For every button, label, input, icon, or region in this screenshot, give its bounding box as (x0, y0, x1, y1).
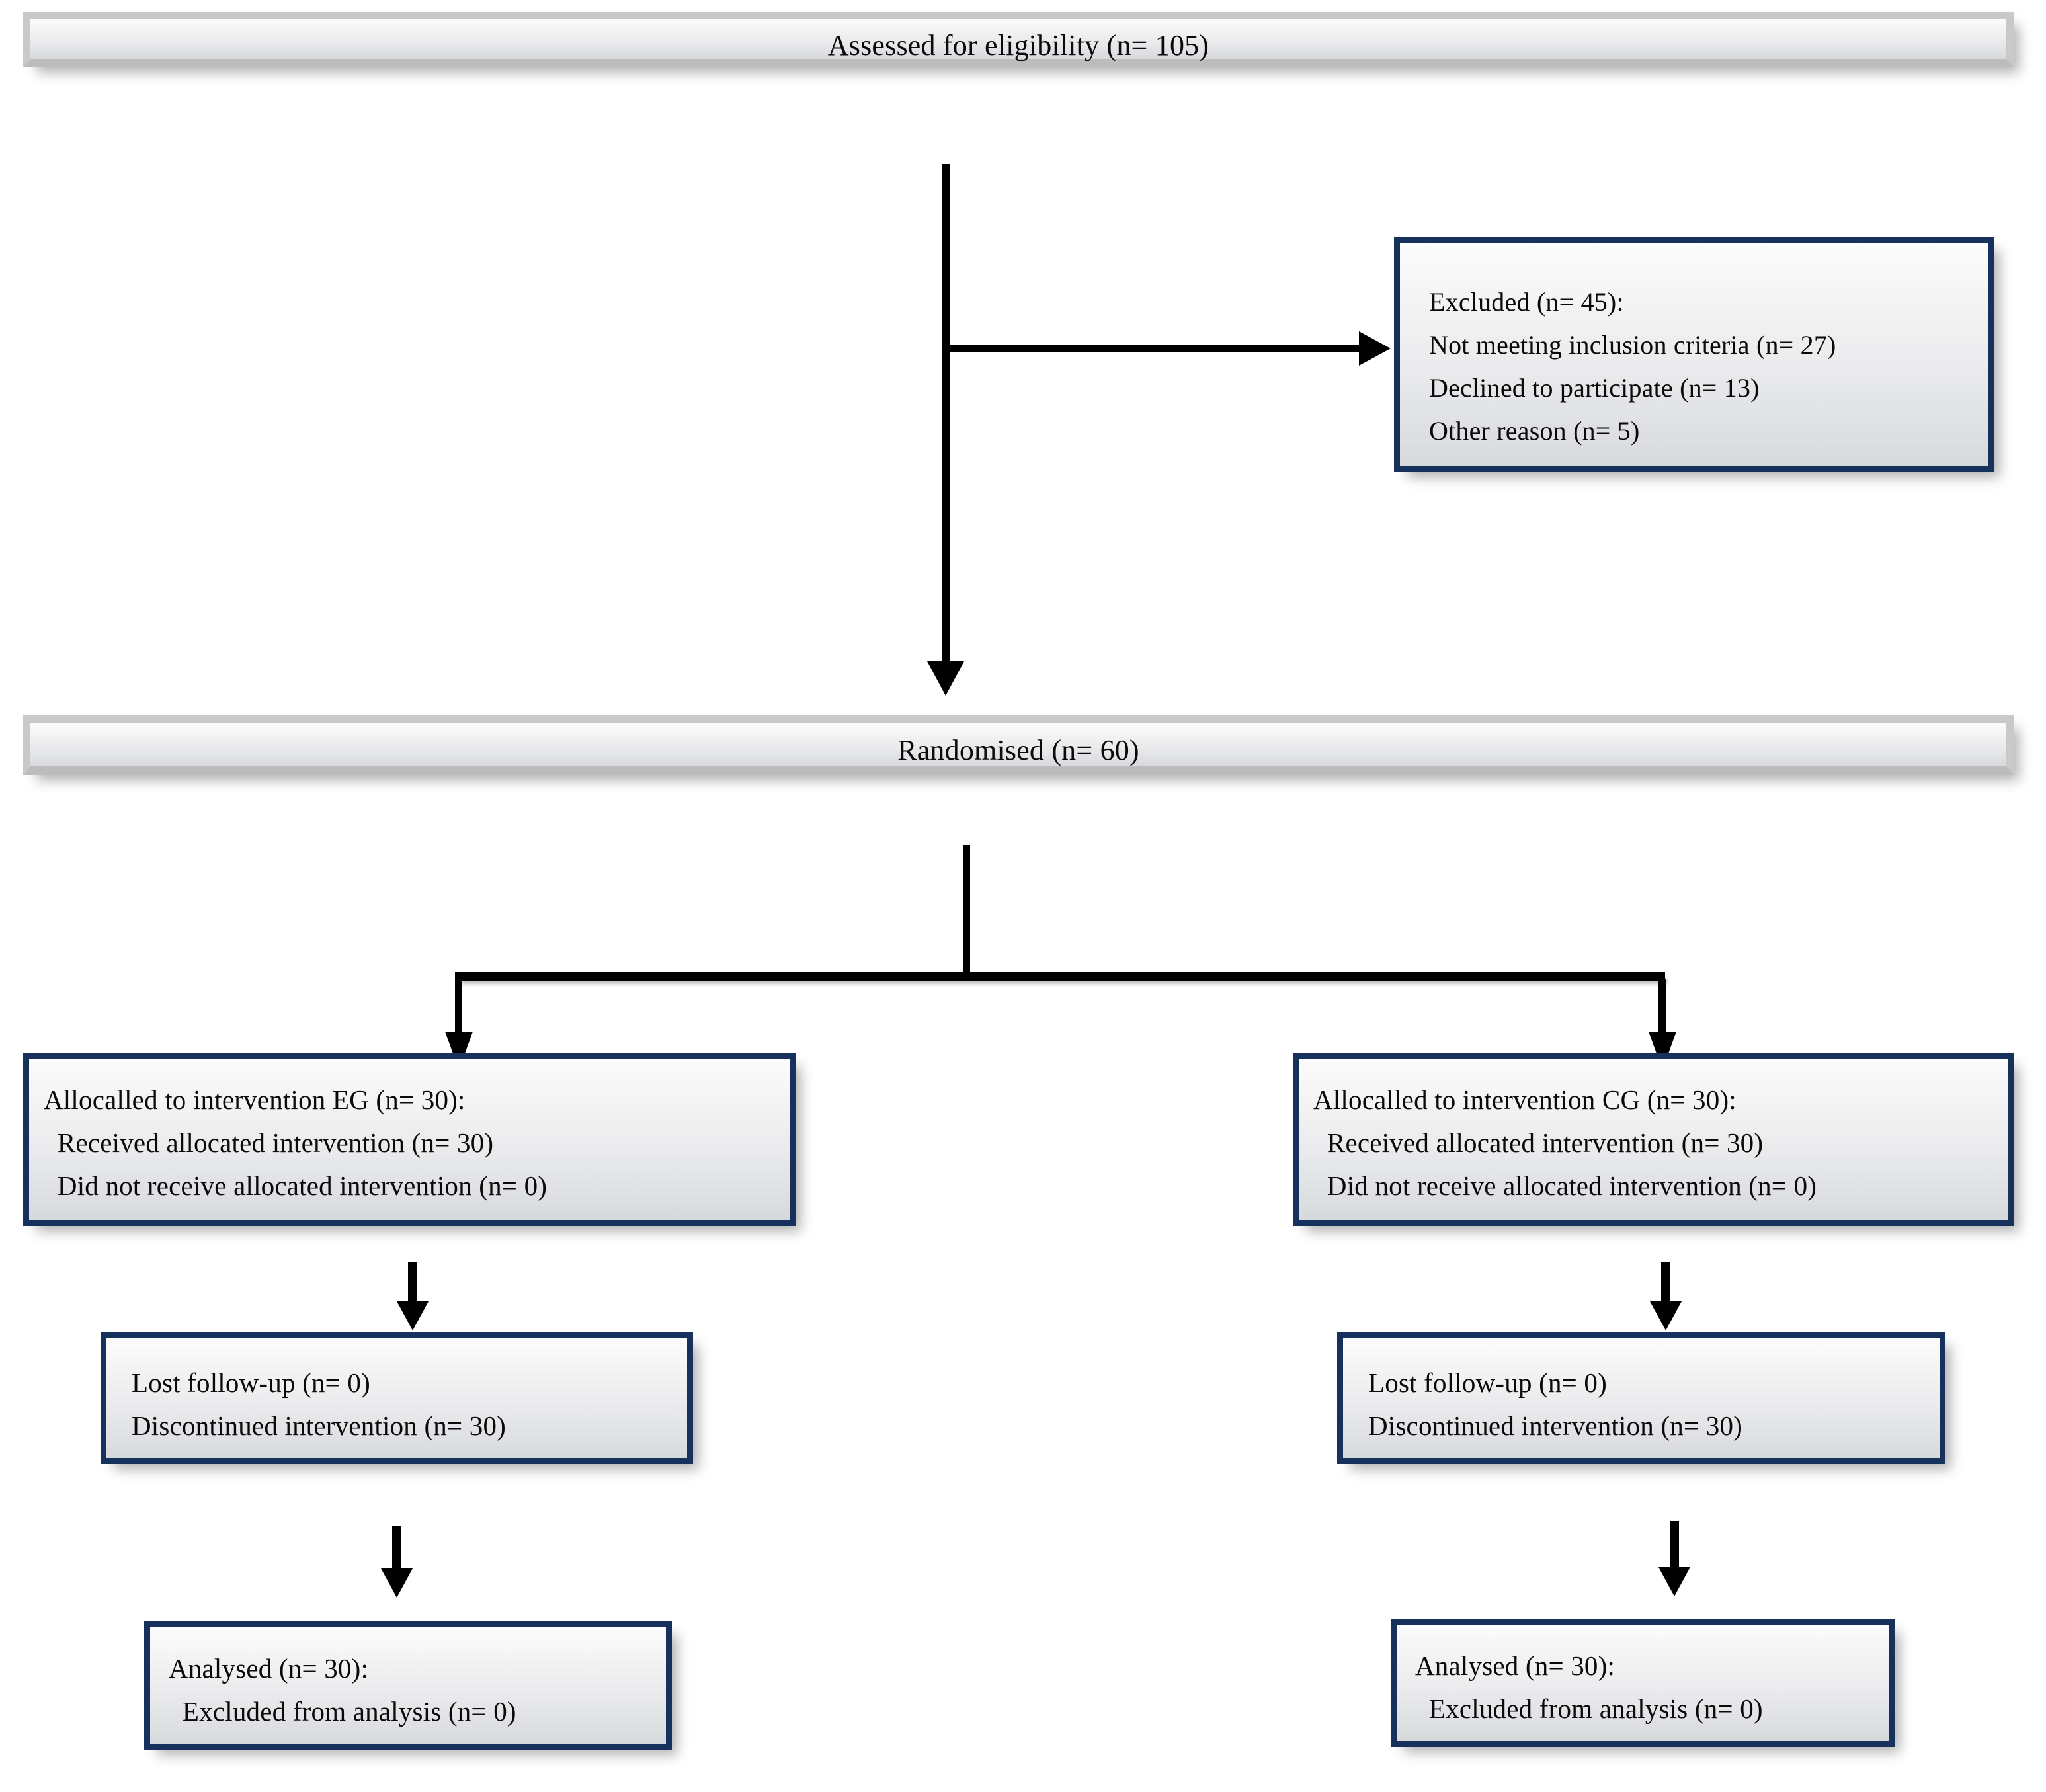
connector-randomised-to-allocation-cg (1658, 979, 1666, 1038)
allocation-cg-line-1: Allocalled to intervention CG (n= 30): (1313, 1084, 1737, 1115)
connector-followup-cg-to-analysis-cg (1670, 1521, 1679, 1572)
node-allocation-eg: Allocalled to intervention EG (n= 30): R… (23, 1053, 796, 1226)
arrowhead-assessed-to-randomised (927, 661, 964, 696)
node-excluded: Excluded (n= 45): Not meeting inclusion … (1394, 237, 1994, 472)
arrowhead-allocation-eg-to-followup-eg (397, 1301, 429, 1330)
followup-eg-line-1: Lost follow-up (n= 0) (132, 1367, 370, 1398)
allocation-cg-line-2: Received allocated intervention (n= 30) (1313, 1127, 1764, 1158)
followup-cg-line-1: Lost follow-up (n= 0) (1368, 1367, 1607, 1398)
node-followup-cg: Lost follow-up (n= 0) Discontinued inter… (1337, 1332, 1945, 1464)
arrowhead-allocation-cg-to-followup-cg (1650, 1301, 1682, 1330)
connector-followup-eg-to-analysis-eg (392, 1526, 401, 1574)
connector-randomised-split-bar (455, 972, 1665, 981)
arrowhead-followup-cg-to-analysis-cg (1658, 1567, 1690, 1596)
analysis-eg-line-1: Analysed (n= 30): (169, 1653, 369, 1684)
allocation-eg-line-1: Allocalled to intervention EG (n= 30): (44, 1084, 466, 1115)
connector-assessed-to-randomised (942, 164, 950, 667)
randomised-label: Randomised (n= 60) (897, 734, 1139, 766)
followup-eg-line-2: Discontinued intervention (n= 30) (132, 1410, 507, 1441)
analysis-eg-line-2: Excluded from analysis (n= 0) (169, 1696, 516, 1727)
node-analysis-cg: Analysed (n= 30): Excluded from analysis… (1391, 1619, 1895, 1747)
node-allocation-cg: Allocalled to intervention CG (n= 30): R… (1293, 1053, 2014, 1226)
assessed-label: Assessed for eligibility (n= 105) (827, 29, 1209, 61)
node-assessed-for-eligibility: Assessed for eligibility (n= 105) (23, 12, 2014, 67)
followup-cg-line-2: Discontinued intervention (n= 30) (1368, 1410, 1743, 1441)
excluded-reason-not-meeting-criteria: Not meeting inclusion criteria (n= 27) (1429, 330, 1836, 360)
allocation-eg-line-3: Did not receive allocated intervention (… (44, 1170, 548, 1201)
connector-randomised-stem (963, 845, 970, 977)
analysis-cg-line-2: Excluded from analysis (n= 0) (1415, 1693, 1763, 1724)
excluded-reason-other: Other reason (n= 5) (1429, 416, 1640, 446)
node-randomised: Randomised (n= 60) (23, 715, 2014, 775)
excluded-header: Excluded (n= 45): (1429, 287, 1624, 317)
connector-randomised-to-allocation-eg (455, 979, 462, 1038)
analysis-cg-line-1: Analysed (n= 30): (1415, 1650, 1616, 1681)
allocation-eg-line-2: Received allocated intervention (n= 30) (44, 1127, 494, 1158)
arrowhead-assessed-to-excluded (1359, 331, 1391, 366)
connector-allocation-eg-to-followup-eg (408, 1262, 417, 1307)
arrowhead-followup-eg-to-analysis-eg (381, 1568, 413, 1598)
connector-allocation-cg-to-followup-cg (1661, 1262, 1670, 1307)
excluded-reason-declined: Declined to participate (n= 13) (1429, 373, 1760, 403)
node-analysis-eg: Analysed (n= 30): Excluded from analysis… (144, 1621, 672, 1750)
node-followup-eg: Lost follow-up (n= 0) Discontinued inter… (101, 1332, 693, 1464)
connector-assessed-to-excluded (946, 345, 1362, 352)
allocation-cg-line-3: Did not receive allocated intervention (… (1313, 1170, 1817, 1201)
